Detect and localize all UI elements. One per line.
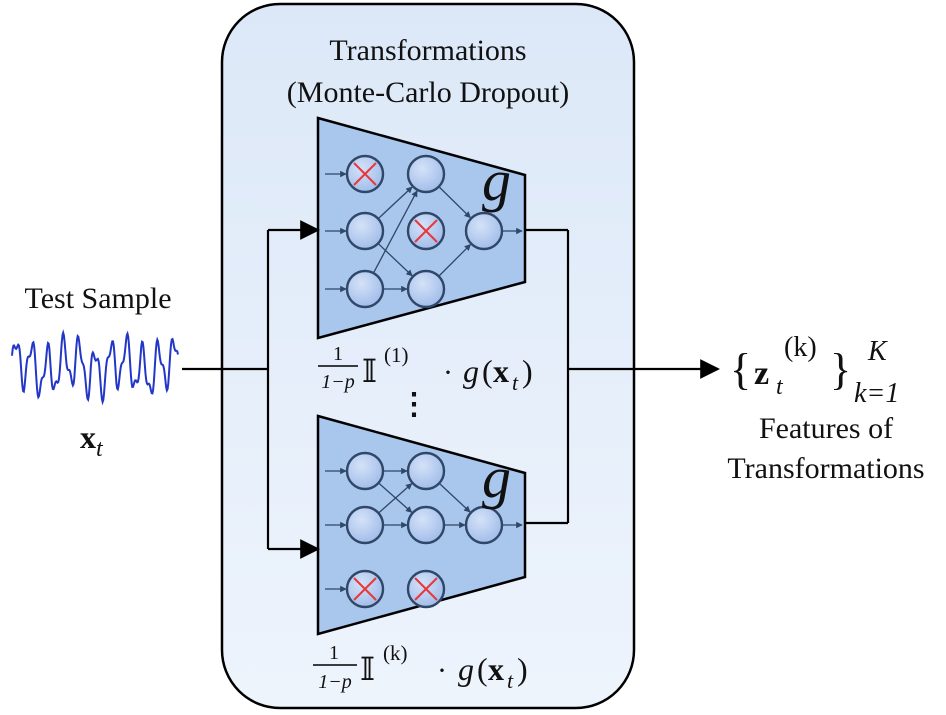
neuron [406,269,446,309]
svg-text:𝕀: 𝕀 [360,651,375,687]
output-label-line1: Features of [759,412,893,445]
svg-text:t: t [512,370,519,395]
svg-text:t: t [507,668,514,693]
neuron [406,451,446,491]
svg-text:t: t [776,374,784,400]
network-edge [438,186,471,219]
neuron [464,505,504,545]
formula-1: 1 1−p 𝕀 (1) · g ( x t ) [318,343,533,395]
svg-text:1: 1 [333,343,343,365]
svg-text:𝕀: 𝕀 [362,353,377,389]
network-edge [372,190,418,274]
network-1 [325,154,523,309]
svg-text:x: x [488,651,504,687]
dropout-cross-icon [353,162,377,186]
svg-text:·: · [437,654,447,687]
svg-text:{: { [730,345,751,394]
svg-text:k=1: k=1 [854,378,899,409]
svg-text:x: x [493,353,509,389]
dropout-cross-icon [353,577,377,601]
formula-2: 1 1−p 𝕀 (k) · g ( x t ) [313,641,528,693]
network-2-function-label: g [482,445,511,510]
network-edge [377,242,413,277]
network-edge [438,482,471,513]
svg-text:(1): (1) [384,343,409,367]
neuron [345,505,385,545]
svg-text:}: } [830,345,851,394]
neuron [345,451,385,491]
network-edge [378,483,413,514]
svg-text:(: ( [477,651,488,687]
svg-text:1: 1 [329,642,339,664]
neuron [345,211,385,251]
output-connector [525,228,720,525]
input-variable: xt [80,419,104,462]
dropout-cross-icon [414,219,438,243]
svg-text:(k): (k) [383,641,408,665]
svg-text:g: g [463,353,479,389]
network-1-function-label: g [482,148,511,213]
neuron [406,154,446,194]
svg-text:(: ( [482,353,493,389]
neuron [345,269,385,309]
ellipsis-vdots: ⋮ [399,388,429,421]
container-title-line2: (Monte-Carlo Dropout) [287,76,569,109]
svg-text:(k): (k) [784,332,817,363]
neuron [406,505,446,545]
svg-text:g: g [458,651,474,687]
svg-text:1−p: 1−p [318,671,352,693]
output-set: { z t (k) } K k=1 [730,332,899,409]
input-connector [182,220,320,559]
svg-text:·: · [443,356,453,389]
svg-text:K: K [867,336,888,367]
output-label-line2: Transformations [727,452,924,485]
neuron [464,211,504,251]
network-edge [438,243,472,277]
dropout-cross-icon [414,577,438,601]
test-sample-label: Test Sample [24,282,171,315]
svg-text:): ) [522,353,533,389]
svg-text:z: z [754,355,769,392]
network-edge [377,186,413,220]
svg-text:): ) [517,651,528,687]
test-sample-signal [11,329,179,406]
svg-text:1−p: 1−p [321,371,355,393]
network-2 [325,451,523,609]
container-title-line1: Transformations [329,34,526,67]
